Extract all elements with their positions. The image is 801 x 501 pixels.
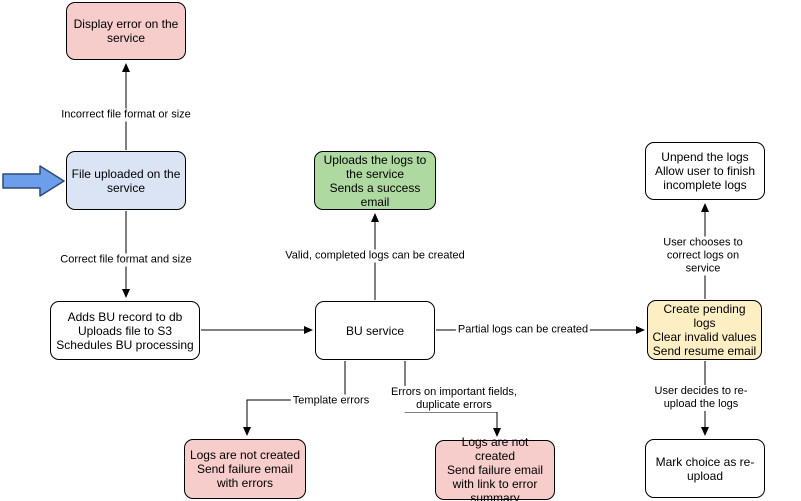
node-file-uploaded: File uploaded on the service (66, 151, 186, 210)
node-uploads-logs: Uploads the logs to the service Sends a … (314, 151, 436, 210)
edge-label-incorrect-format: Incorrect file format or size (59, 108, 193, 122)
node-unpend-logs: Unpend the logs Allow user to finish inc… (645, 142, 765, 200)
edge-label-user-reuploads: User decides to re-upload the logs (651, 385, 751, 411)
edge-label-user-corrects: User chooses to correct logs on service (654, 236, 752, 276)
node-adds-bu-record: Adds BU record to db Uploads file to S3 … (50, 301, 200, 360)
edge-label-partial-logs: Partial logs can be created (455, 323, 591, 337)
node-display-error: Display error on the service (66, 2, 186, 60)
node-create-pending-logs: Create pending logs Clear invalid values… (647, 300, 762, 360)
edge-label-important-field-errors: Errors on important fields, duplicate er… (389, 386, 519, 412)
edge-label-correct-format: Correct file format and size (58, 253, 194, 267)
node-mark-choice-reupload: Mark choice as re- upload (645, 439, 765, 498)
node-logs-not-created-summary: Logs are not created Send failure email … (435, 435, 555, 501)
entry-arrow-icon (2, 165, 65, 197)
edge-label-template-errors: Template errors (290, 394, 372, 408)
edge-label-valid-logs: Valid, completed logs can be created (283, 249, 467, 263)
node-logs-not-created-errors: Logs are not created Send failure email … (184, 439, 306, 499)
node-bu-service: BU service (315, 301, 435, 360)
